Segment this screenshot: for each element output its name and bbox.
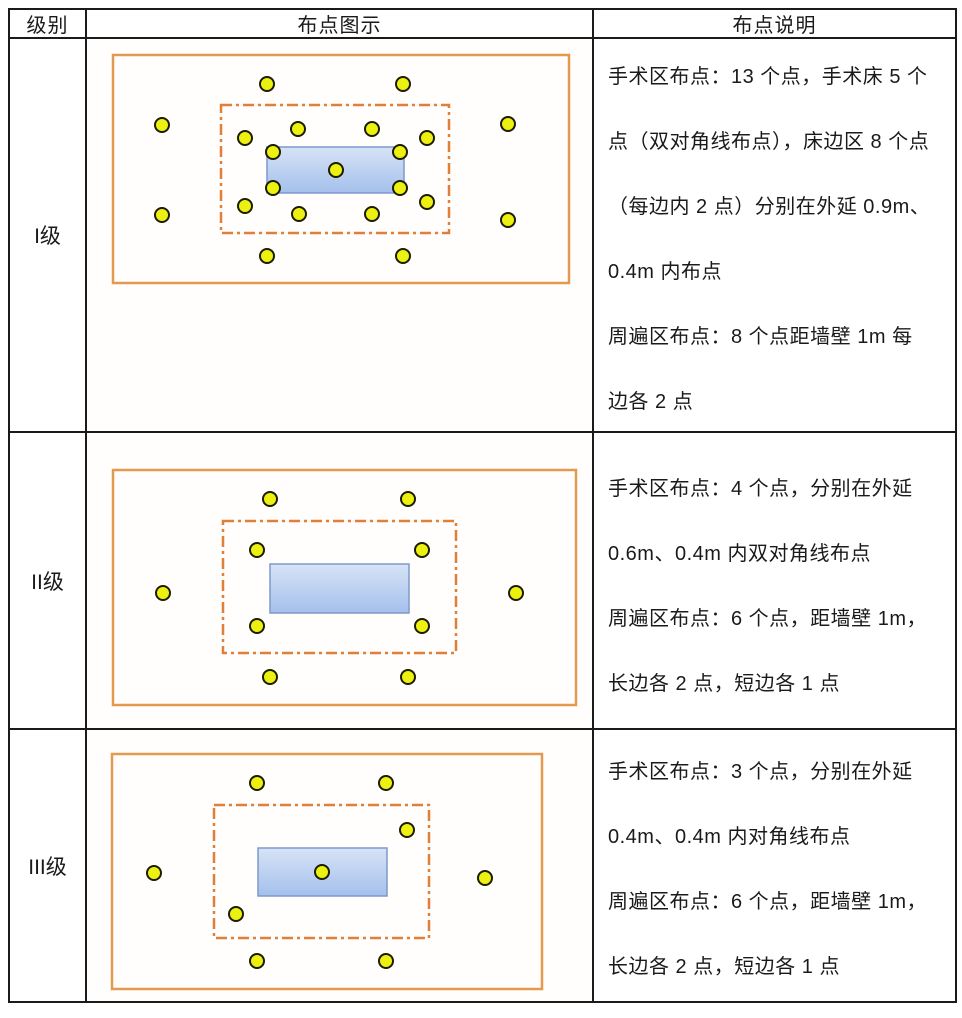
measurement-point-dot bbox=[364, 206, 380, 222]
description-line: 手术区布点：3 个点，分别在外延 bbox=[608, 761, 913, 783]
description-line: 周遍区布点：6 个点，距墙壁 1m， bbox=[608, 891, 928, 913]
measurement-point-dot bbox=[265, 144, 281, 160]
header-description-label: 布点说明 bbox=[732, 15, 817, 37]
description-line: （每边内 2 点）分别在外延 0.9m、 bbox=[608, 196, 931, 218]
level-cell-1: I级 bbox=[10, 39, 87, 433]
description-cell-2: 手术区布点：4 个点，分别在外延 0.6m、0.4m 内双对角线布点 周遍区布点… bbox=[594, 433, 955, 730]
measurement-point-dot bbox=[399, 822, 415, 838]
measurement-point-dot bbox=[249, 775, 265, 791]
measurement-point-dot bbox=[259, 248, 275, 264]
measurement-point-dot bbox=[146, 865, 162, 881]
measurement-point-dot bbox=[237, 198, 253, 214]
description-line: 长边各 2 点，短边各 1 点 bbox=[608, 956, 840, 978]
boundary-dashed-rect bbox=[212, 803, 431, 940]
measurement-point-dot bbox=[395, 76, 411, 92]
description-line: 0.6m、0.4m 内双对角线布点 bbox=[608, 543, 871, 565]
room-wall-rect bbox=[110, 752, 544, 991]
measurement-point-dot bbox=[400, 669, 416, 685]
header-diagram-label: 布点图示 bbox=[297, 15, 382, 37]
measurement-point-dot bbox=[314, 864, 330, 880]
description-line: 边各 2 点 bbox=[608, 391, 694, 413]
room-layout-diagram-2 bbox=[111, 468, 578, 707]
placement-spec-table: 级别 布点图示 布点说明 I级 手术区布点：13 个点，手术床 5 个 点（双对… bbox=[8, 8, 957, 1003]
measurement-point-dot bbox=[419, 194, 435, 210]
level-label-3: III级 bbox=[28, 855, 67, 879]
measurement-point-dot bbox=[228, 906, 244, 922]
measurement-point-dot bbox=[392, 180, 408, 196]
measurement-point-dot bbox=[290, 121, 306, 137]
level-label-1: I级 bbox=[34, 225, 61, 248]
measurement-point-dot bbox=[419, 130, 435, 146]
measurement-point-dot bbox=[414, 542, 430, 558]
diagram-cell-3 bbox=[87, 730, 594, 1001]
description-line: 手术区布点：13 个点，手术床 5 个 bbox=[608, 66, 928, 88]
measurement-point-dot bbox=[291, 206, 307, 222]
room-layout-diagram-1 bbox=[111, 53, 571, 285]
measurement-point-dot bbox=[237, 130, 253, 146]
measurement-point-dot bbox=[508, 585, 524, 601]
level-cell-3: III级 bbox=[10, 730, 87, 1001]
header-level: 级别 bbox=[10, 10, 87, 39]
header-level-label: 级别 bbox=[26, 15, 69, 37]
measurement-point-dot bbox=[259, 76, 275, 92]
measurement-point-dot bbox=[378, 775, 394, 791]
measurement-point-dot bbox=[249, 542, 265, 558]
description-cell-1: 手术区布点：13 个点，手术床 5 个 点（双对角线布点），床边区 8 个点 （… bbox=[594, 39, 955, 433]
boundary-dashed-rect bbox=[221, 519, 458, 655]
operating-table-rect bbox=[269, 563, 410, 614]
level-label-2: II级 bbox=[31, 570, 64, 594]
measurement-point-dot bbox=[249, 953, 265, 969]
measurement-point-dot bbox=[477, 870, 493, 886]
measurement-point-dot bbox=[392, 144, 408, 160]
measurement-point-dot bbox=[155, 585, 171, 601]
description-line: 长边各 2 点，短边各 1 点 bbox=[608, 673, 840, 695]
description-line: 周遍区布点：6 个点，距墙壁 1m， bbox=[608, 608, 928, 630]
measurement-point-dot bbox=[500, 116, 516, 132]
measurement-point-dot bbox=[395, 248, 411, 264]
diagram-cell-2 bbox=[87, 433, 594, 730]
description-line: 手术区布点：4 个点，分别在外延 bbox=[608, 478, 913, 500]
boundary-dashed-rect bbox=[219, 103, 451, 235]
measurement-point-dot bbox=[154, 207, 170, 223]
measurement-point-dot bbox=[500, 212, 516, 228]
measurement-point-dot bbox=[262, 491, 278, 507]
level-cell-2: II级 bbox=[10, 433, 87, 730]
description-line: 点（双对角线布点），床边区 8 个点 bbox=[608, 131, 930, 153]
description-line: 0.4m 内布点 bbox=[608, 261, 723, 283]
room-wall-rect bbox=[111, 53, 571, 285]
measurement-point-dot bbox=[262, 669, 278, 685]
description-cell-3: 手术区布点：3 个点，分别在外延 0.4m、0.4m 内对角线布点 周遍区布点：… bbox=[594, 730, 955, 1001]
description-line: 周遍区布点：8 个点距墙壁 1m 每 bbox=[608, 326, 913, 348]
measurement-point-dot bbox=[364, 121, 380, 137]
description-line: 0.4m、0.4m 内对角线布点 bbox=[608, 826, 851, 848]
measurement-point-dot bbox=[249, 618, 265, 634]
diagram-cell-1 bbox=[87, 39, 594, 433]
room-wall-rect bbox=[111, 468, 578, 707]
measurement-point-dot bbox=[265, 180, 281, 196]
measurement-point-dot bbox=[154, 117, 170, 133]
measurement-point-dot bbox=[378, 953, 394, 969]
room-layout-diagram-3 bbox=[110, 752, 544, 991]
measurement-point-dot bbox=[328, 162, 344, 178]
measurement-point-dot bbox=[414, 618, 430, 634]
header-diagram: 布点图示 bbox=[87, 10, 594, 39]
measurement-point-dot bbox=[400, 491, 416, 507]
header-description: 布点说明 bbox=[594, 10, 955, 39]
